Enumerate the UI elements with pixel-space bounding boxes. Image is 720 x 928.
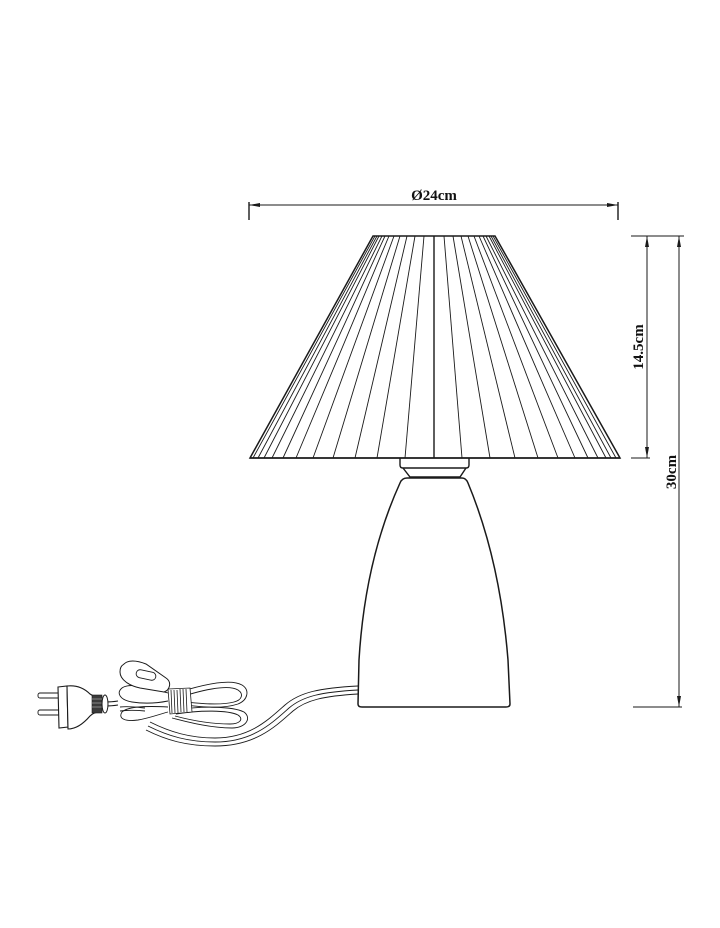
cord-wrap-tie bbox=[167, 687, 193, 715]
two-pin-plug bbox=[37, 685, 109, 730]
tapered-lamp-base bbox=[357, 477, 511, 708]
shade-diameter-label: Ø24cm bbox=[411, 188, 457, 204]
shade-height-label: 14.5cm bbox=[631, 324, 647, 370]
pleated-lampshade bbox=[248, 235, 622, 459]
total-height-label: 30cm bbox=[664, 454, 680, 489]
power-cord bbox=[103, 681, 359, 747]
width-dimension: Ø24cm bbox=[248, 188, 619, 220]
total-height-dimension: 30cm bbox=[633, 236, 682, 708]
inline-rocker-switch bbox=[119, 660, 171, 693]
shade-height-dimension: 14.5cm bbox=[631, 235, 684, 459]
lamp-neck-collar bbox=[399, 458, 470, 478]
